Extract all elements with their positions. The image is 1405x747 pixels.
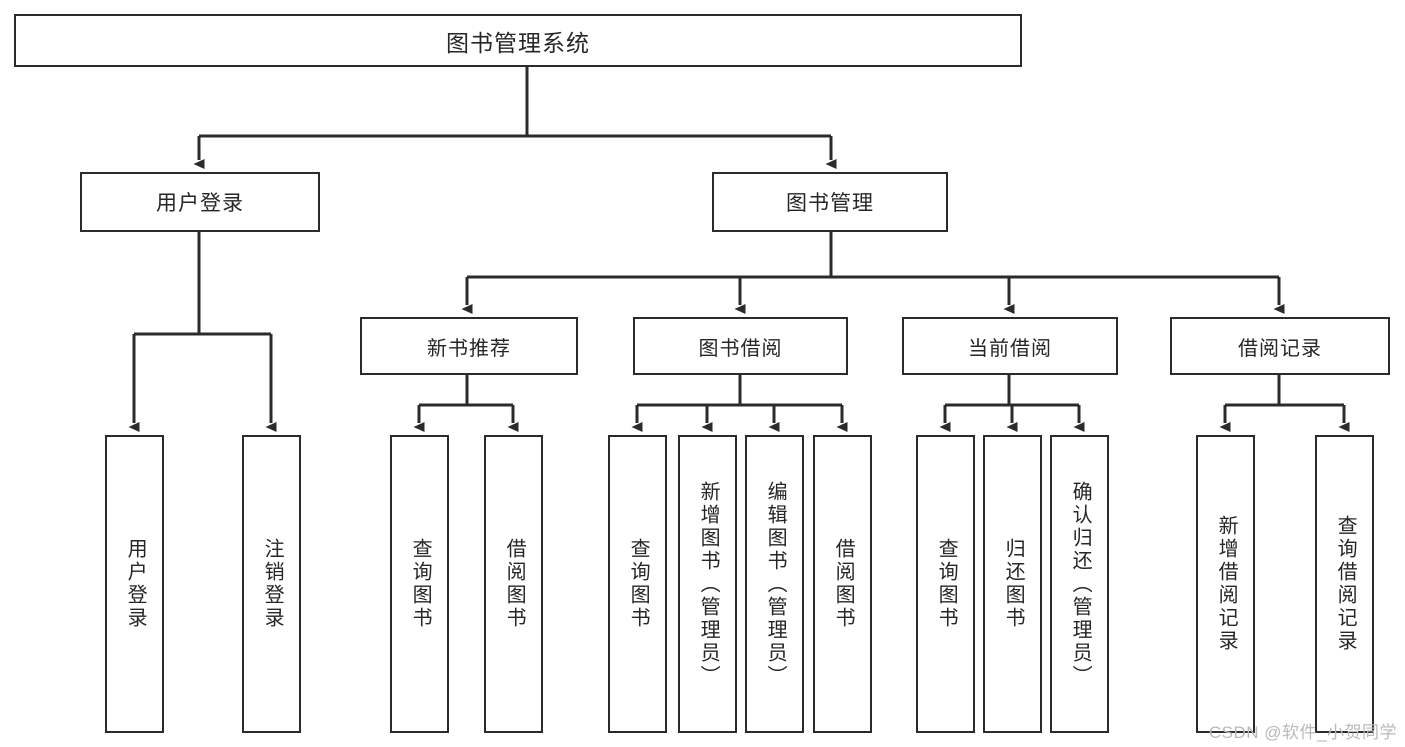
- node-current-borrow[interactable]: 当前借阅: [902, 317, 1118, 375]
- node-leaf-query-book-rec[interactable]: 查询图书: [390, 435, 449, 733]
- node-user-login[interactable]: 用户登录: [80, 172, 320, 232]
- node-book-borrow[interactable]: 图书借阅: [633, 317, 848, 375]
- node-leaf-return-book[interactable]: 归还图书: [983, 435, 1042, 733]
- node-current-borrow-label: 当前借阅: [968, 337, 1052, 360]
- node-leaf-borrow-book[interactable]: 借阅图书: [813, 435, 872, 733]
- node-leaf-query-book-cur[interactable]: 查询图书: [916, 435, 975, 733]
- node-leaf-confirm-return-admin[interactable]: 确认归还（管理员）: [1050, 435, 1109, 733]
- node-leaf-logout-login-label: 注销登录: [261, 538, 284, 630]
- node-root-label: 图书管理系统: [446, 29, 590, 56]
- node-leaf-query-borrow-record[interactable]: 查询借阅记录: [1315, 435, 1374, 733]
- node-leaf-edit-book-admin-label: 编辑图书（管理员）: [764, 480, 787, 688]
- node-book-management-label: 图书管理: [786, 192, 874, 215]
- node-leaf-query-book-borrow-label: 查询图书: [627, 538, 650, 630]
- node-leaf-add-borrow-record[interactable]: 新增借阅记录: [1196, 435, 1255, 733]
- node-new-book-recommend-label: 新书推荐: [427, 337, 511, 360]
- node-leaf-borrow-book-rec-label: 借阅图书: [503, 538, 526, 630]
- node-root[interactable]: 图书管理系统: [14, 14, 1022, 67]
- node-leaf-add-book-admin[interactable]: 新增图书（管理员）: [678, 435, 737, 733]
- node-new-book-recommend[interactable]: 新书推荐: [360, 317, 578, 375]
- node-leaf-query-book-rec-label: 查询图书: [409, 538, 432, 630]
- node-leaf-return-book-label: 归还图书: [1002, 538, 1025, 630]
- node-leaf-confirm-return-admin-label: 确认归还（管理员）: [1069, 480, 1092, 688]
- node-leaf-edit-book-admin[interactable]: 编辑图书（管理员）: [745, 435, 804, 733]
- node-leaf-user-login-label: 用户登录: [124, 538, 147, 630]
- node-borrow-record[interactable]: 借阅记录: [1170, 317, 1390, 375]
- node-leaf-query-book-borrow[interactable]: 查询图书: [608, 435, 667, 733]
- node-leaf-add-book-admin-label: 新增图书（管理员）: [697, 480, 720, 688]
- node-user-login-label: 用户登录: [156, 192, 244, 215]
- node-leaf-query-borrow-record-label: 查询借阅记录: [1334, 515, 1357, 653]
- node-borrow-record-label: 借阅记录: [1238, 337, 1322, 360]
- node-leaf-user-login[interactable]: 用户登录: [105, 435, 164, 733]
- node-leaf-logout-login[interactable]: 注销登录: [242, 435, 301, 733]
- node-leaf-borrow-book-label: 借阅图书: [832, 538, 855, 630]
- node-leaf-borrow-book-rec[interactable]: 借阅图书: [484, 435, 543, 733]
- node-leaf-query-book-cur-label: 查询图书: [935, 538, 958, 630]
- node-book-borrow-label: 图书借阅: [698, 337, 783, 360]
- node-book-management[interactable]: 图书管理: [712, 172, 948, 232]
- node-leaf-add-borrow-record-label: 新增借阅记录: [1215, 515, 1238, 653]
